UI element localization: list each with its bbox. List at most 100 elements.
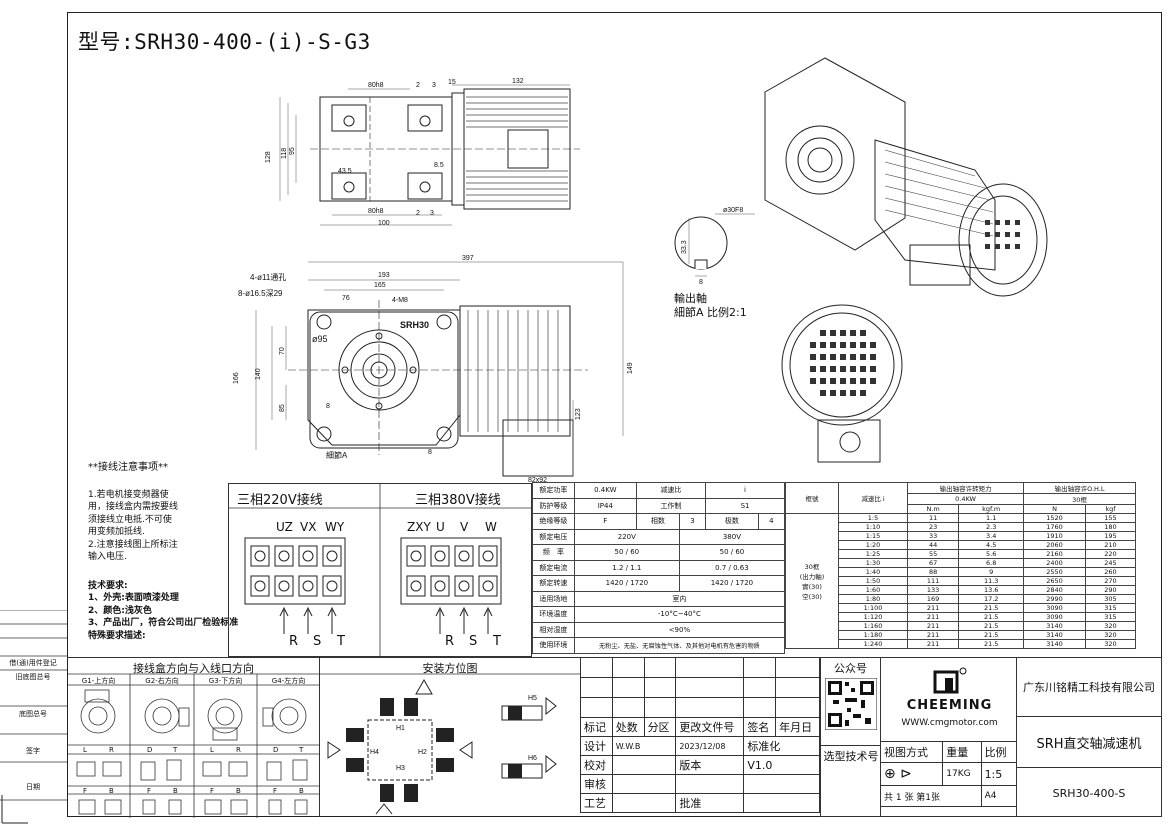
spec-cell: 相对湿度 <box>532 621 575 638</box>
ratio-cell: 1:80 <box>838 594 908 604</box>
tb-cell: 分区 <box>643 717 677 737</box>
dim-label: 128 <box>265 151 272 163</box>
ratio-cell: 4.5 <box>958 540 1025 550</box>
ratio-cell: 111 <box>906 576 960 586</box>
tb-cell: 版本 <box>675 755 745 775</box>
dim-label: 193 <box>378 272 390 279</box>
supply-label: T <box>493 634 501 649</box>
ratio-cell: 1:30 <box>838 558 908 568</box>
dim-label: 2 <box>416 82 420 89</box>
tb-cell: 1:5 <box>980 762 1018 786</box>
ratio-cell: 3090 <box>1023 603 1086 613</box>
spec-cell: 适用场地 <box>532 590 575 607</box>
dim-label: 123 <box>575 408 582 420</box>
model-note-cell: 30框(出力軸)實(30)空(30) <box>785 513 839 649</box>
tb-cell: 标记 <box>580 717 613 737</box>
tech-line: 3、产品出厂，符合公司出厂检验标准 <box>88 618 239 628</box>
public-label: 公众号 <box>834 662 867 675</box>
margin-label: 签字 <box>26 747 40 755</box>
table-row: 框號 减速比 i 输出轴容许转矩力 输出轴容许O.H.L <box>785 482 1136 514</box>
ratio-cell: 1:160 <box>838 621 908 631</box>
junction-box-section: 接线盒方向与入线口方向 G1-上方向 G2-右方向 G3-下方向 G4-左方向 … <box>67 657 320 818</box>
header-cell: N.m <box>906 504 960 514</box>
product-model: SRH30-400-S <box>1052 786 1126 800</box>
junction-dir-label: G4-左方向 <box>271 677 306 685</box>
dim-label: 8.5 <box>434 162 444 169</box>
inlet-label: R <box>109 746 114 754</box>
ratio-cell: 1760 <box>1023 522 1086 532</box>
ratio-cell: 1:25 <box>838 549 908 559</box>
header-cell: N <box>1023 504 1086 514</box>
inlet-label: F <box>147 787 152 795</box>
ratio-cell: 211 <box>906 621 960 631</box>
spec-cell: 1.2 / 1.1 <box>573 559 680 576</box>
tech-line: 2、颜色:浅灰色 <box>88 605 152 616</box>
inlet-label: T <box>299 746 304 754</box>
company-logo-text: CHEEMING <box>906 698 993 713</box>
notes-heading: **接线注意事项** <box>88 462 168 473</box>
ratio-cell: 6.8 <box>958 558 1025 568</box>
ratio-cell: 1.1 <box>958 513 1025 523</box>
model-note-line: 實(30) <box>802 583 822 591</box>
ratio-cell: 33 <box>906 531 960 541</box>
dim-label: 8 <box>326 403 330 410</box>
margin-label: 日期 <box>26 783 40 791</box>
dim-label: 2 <box>416 210 420 217</box>
table-row: 环境温度-10°C~40°C <box>532 606 786 623</box>
header-cell: 30框 <box>1023 493 1136 505</box>
ratio-cell: 1:20 <box>838 540 908 550</box>
tb-cell: 签名 <box>743 717 777 737</box>
tb-cell: 2023/12/08 <box>675 736 745 756</box>
spec-cell: 220V <box>573 528 680 545</box>
tb-cell: 更改文件号 <box>675 717 745 737</box>
spec-cell: 50 / 60 <box>678 544 786 561</box>
table-row: 标记 处数 分区 更改文件号 签名 年月日 <box>580 717 820 737</box>
left-margin-lines <box>0 610 67 801</box>
wiring-diagram-box: 三相220V接线 三相380V接线 UZ VX WY ZXY U V W R S… <box>228 483 532 657</box>
tb-cell: 共 1 张 第1张 <box>880 785 982 807</box>
model-note-line: 空(30) <box>802 593 822 601</box>
ratio-cell: 9 <box>958 567 1025 577</box>
ratio-cell: 315 <box>1084 603 1137 613</box>
ratio-cell: 320 <box>1084 630 1137 640</box>
projection-symbol-icon: ⊕ ⊳ <box>879 762 944 786</box>
inlet-label: L <box>210 746 214 754</box>
spec-cell: 绝缘等级 <box>532 513 575 530</box>
inlet-label: F <box>273 787 278 795</box>
ratio-cell: 1520 <box>1023 513 1086 523</box>
junction-title: 接线盒方向与入线口方向 <box>133 662 254 675</box>
junction-dir-label: G3-下方向 <box>208 677 243 685</box>
ratio-cell: 3140 <box>1023 630 1086 640</box>
company-logo-icon <box>933 667 967 694</box>
ratio-cell: 2990 <box>1023 594 1086 604</box>
spec-cell: 1420 / 1720 <box>678 575 786 592</box>
ratio-cell: 169 <box>906 594 960 604</box>
table-row: 审核 <box>580 774 820 794</box>
table-row <box>580 657 820 678</box>
top-view-drawing: 80h8 2 3 15 132 128 118 95 43.5 8.5 80h8… <box>265 78 580 227</box>
ratio-cell: 1:60 <box>838 585 908 595</box>
ratio-cell: 1:100 <box>838 603 908 613</box>
spec-cell: <90% <box>573 621 786 638</box>
tb-cell: 比例 <box>980 741 1018 763</box>
ratio-cell: 245 <box>1084 558 1137 568</box>
product-name: SRH直交轴减速机 <box>1017 717 1161 768</box>
ratio-cell: 133 <box>906 585 960 595</box>
tb-cell: 处数 <box>611 717 645 737</box>
spec-cell: 4 <box>757 513 786 530</box>
spec-cell: 减速比 <box>635 482 707 499</box>
ratio-cell: 55 <box>906 549 960 559</box>
spec-cell: 3 <box>678 513 707 530</box>
header-cell: 减速比 i <box>838 482 908 514</box>
